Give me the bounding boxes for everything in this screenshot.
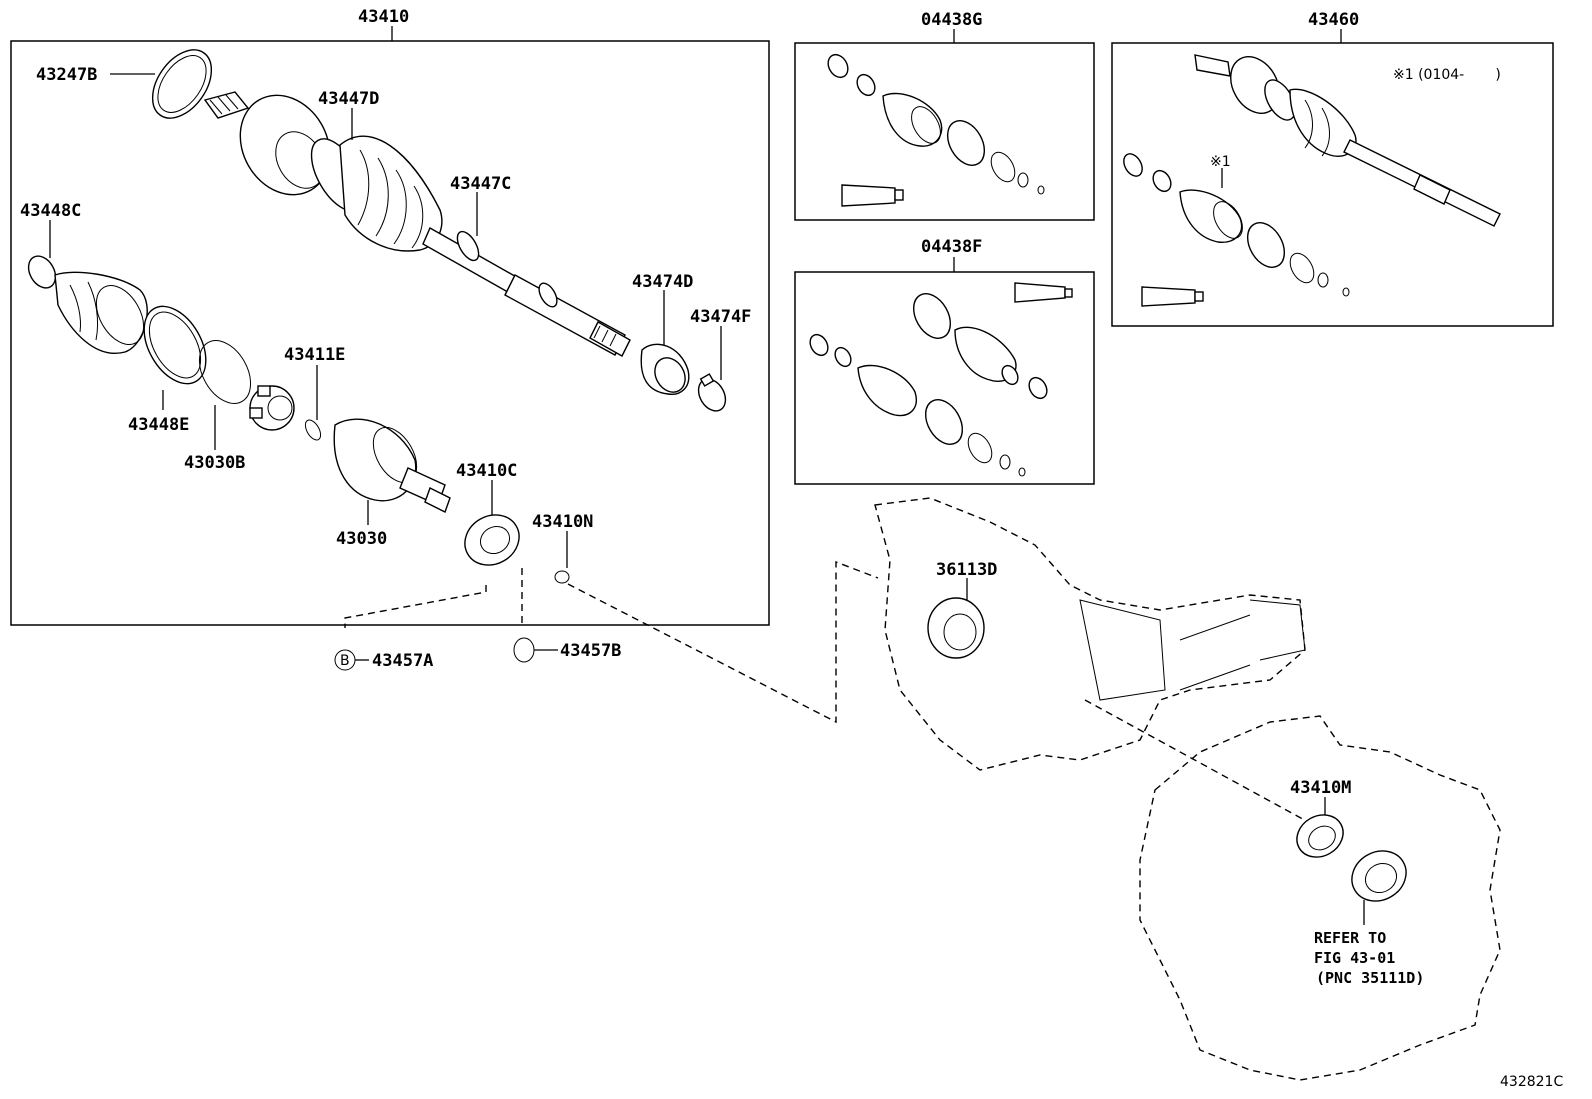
label-43474f: 43474F bbox=[690, 307, 751, 327]
transmission-case-drawing bbox=[1139, 715, 1501, 1081]
main-driveshaft-drawing bbox=[27, 49, 727, 584]
label-43410c: 43410C bbox=[456, 461, 517, 481]
rh-assembly-frame bbox=[1111, 42, 1554, 327]
label-43457a: 43457A bbox=[372, 651, 433, 671]
label-43030: 43030 bbox=[336, 529, 387, 549]
kit-f-drawing bbox=[809, 282, 1073, 477]
label-43474d: 43474D bbox=[632, 272, 693, 292]
label-kit-f: 04438F bbox=[921, 237, 982, 257]
label-36113d: 36113D bbox=[936, 560, 997, 580]
label-43410n: 43410N bbox=[532, 512, 593, 532]
label-43447c: 43447C bbox=[450, 174, 511, 194]
label-main-assembly: 43410 bbox=[358, 7, 409, 27]
diagram-id: 432821C bbox=[1500, 1074, 1563, 1090]
refer-note-line-3: (PNC 35111D) bbox=[1316, 969, 1424, 987]
label-43448c: 43448C bbox=[20, 201, 81, 221]
label-43447d: 43447D bbox=[318, 89, 379, 109]
kit-g-frame bbox=[794, 42, 1095, 221]
differential-housing-drawing bbox=[874, 497, 1311, 824]
refer-note-line-1: REFER TO bbox=[1314, 929, 1386, 947]
label-43030b: 43030B bbox=[184, 453, 245, 473]
kit-g-drawing bbox=[827, 53, 1045, 207]
label-43457b: 43457B bbox=[560, 641, 621, 661]
label-footnote-range: ※1 (0104- ) bbox=[1393, 67, 1501, 83]
label-43410m: 43410M bbox=[1290, 778, 1351, 798]
main-assembly-frame bbox=[10, 40, 770, 626]
label-43247b: 43247B bbox=[36, 65, 97, 85]
label-kit-g: 04438G bbox=[921, 10, 982, 30]
kit-f-frame bbox=[794, 271, 1095, 485]
label-43411e: 43411E bbox=[284, 345, 345, 365]
refer-note-line-2: FIG 43-01 bbox=[1314, 949, 1395, 967]
circle-b-marker: B bbox=[340, 653, 350, 669]
rh-driveshaft-drawing bbox=[1123, 54, 1501, 307]
label-43448e: 43448E bbox=[128, 415, 189, 435]
label-footnote-1: ※1 bbox=[1210, 154, 1231, 170]
label-rh-assembly: 43460 bbox=[1308, 10, 1359, 30]
